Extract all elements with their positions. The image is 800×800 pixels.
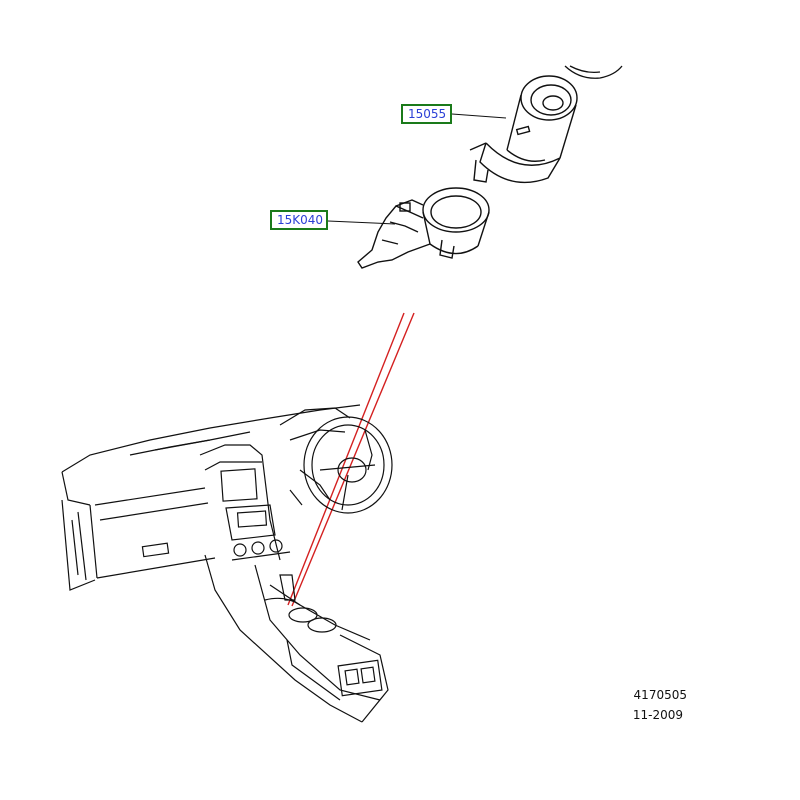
leader-line [327, 220, 396, 225]
dashboard-overview-icon [61, 404, 393, 723]
illustration-date: 11-2009 [632, 708, 683, 722]
part-callout-15055[interactable]: 15055 [401, 104, 452, 124]
socket-housing-icon[interactable] [357, 187, 490, 269]
partial-component-icon [564, 65, 623, 79]
location-leader-lines [287, 312, 415, 607]
cigar-lighter-socket-icon[interactable] [469, 75, 578, 184]
leader-line [451, 113, 507, 119]
part-callout-15k040[interactable]: 15K040 [270, 210, 328, 230]
illustration-number: 4170505 [633, 688, 687, 702]
